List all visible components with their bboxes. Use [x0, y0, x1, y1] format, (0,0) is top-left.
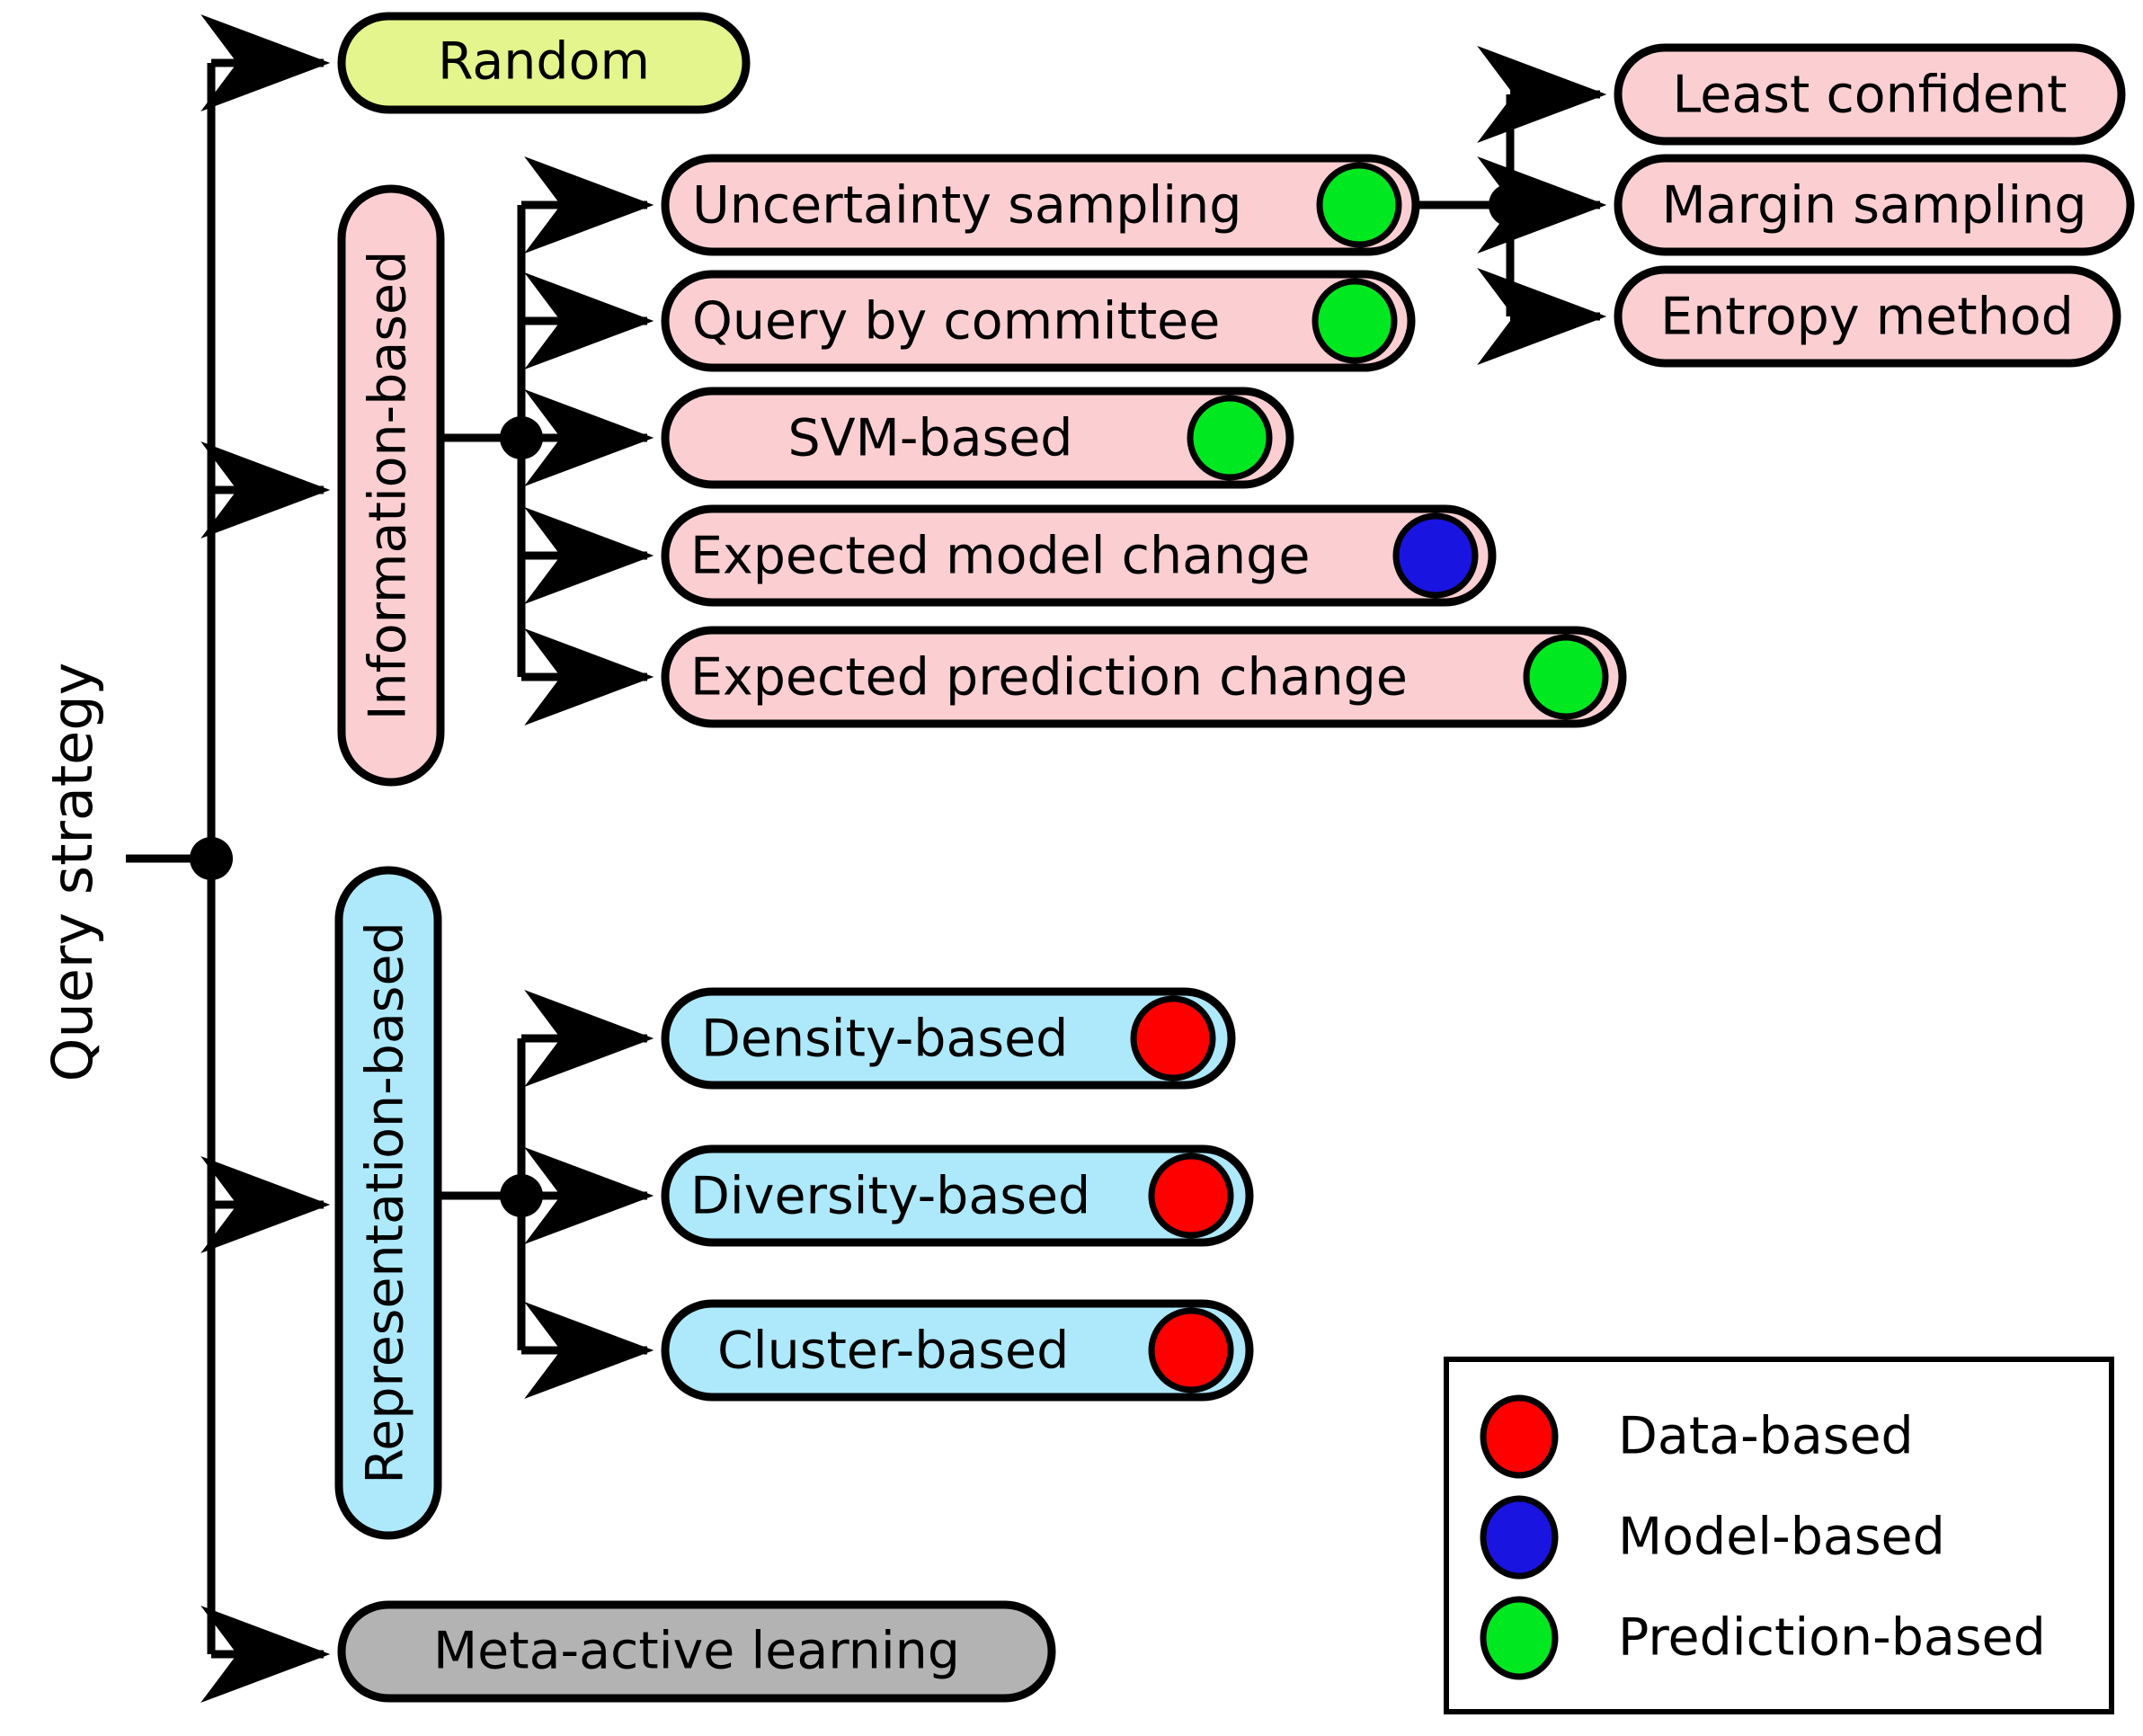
node-information-based[interactable]: Information-based: [337, 184, 445, 787]
wire-group: [126, 14, 1607, 1703]
legend-label-model-based: Model-based: [1618, 1508, 1945, 1567]
node-random[interactable]: Random: [337, 12, 751, 114]
node-information-based-label: Information-based: [359, 251, 418, 721]
node-query-by-committee-shape[interactable]: [661, 270, 1416, 372]
page-title: Query strategy: [40, 663, 105, 1082]
marker-model-based-icon: [1392, 512, 1479, 599]
node-expected-model-change[interactable]: Expected model change: [661, 504, 1497, 607]
node-margin-sampling-label: Margin sampling: [1661, 176, 2086, 236]
node-expected-model-change-shape[interactable]: [661, 504, 1497, 607]
node-margin-sampling-shape[interactable]: [1614, 154, 2135, 256]
node-query-by-committee-label: Query by committee: [692, 292, 1220, 352]
node-cluster-based[interactable]: Cluster-based: [661, 1299, 1254, 1402]
node-diversity-based-label: Diversity-based: [690, 1167, 1090, 1226]
node-representation-based[interactable]: Representation-based: [334, 866, 442, 1540]
node-meta-active-learning[interactable]: Meta-active learning: [337, 1600, 1056, 1703]
node-expected-prediction-change-shape[interactable]: [661, 626, 1627, 728]
legend-item-prediction-based: Prediction-based: [1480, 1596, 2046, 1680]
marker-prediction-based-icon: [1523, 634, 1609, 720]
node-entropy-method[interactable]: Entropy method: [1614, 265, 2121, 368]
node-uncertainty-sampling-label: Uncertainty sampling: [692, 176, 1241, 236]
node-expected-model-change-label: Expected model change: [690, 527, 1310, 586]
node-margin-sampling[interactable]: Margin sampling: [1614, 154, 2135, 256]
marker-prediction-based-icon: [1316, 162, 1402, 248]
node-random-label: Random: [438, 32, 650, 92]
node-svm-based-shape[interactable]: [661, 387, 1294, 489]
node-diversity-based[interactable]: Diversity-based: [661, 1144, 1254, 1247]
node-meta-active-learning-shape[interactable]: [337, 1600, 1056, 1703]
node-random-shape[interactable]: [337, 12, 751, 114]
legend-label-prediction-based: Prediction-based: [1618, 1608, 2046, 1668]
legend-label-data-based: Data-based: [1618, 1407, 1914, 1466]
node-svm-based[interactable]: SVM-based: [661, 387, 1294, 489]
node-expected-prediction-change-label: Expected prediction change: [690, 648, 1408, 708]
node-uncertainty-sampling[interactable]: Uncertainty sampling: [661, 154, 1420, 256]
node-diversity-based-shape[interactable]: [661, 1144, 1254, 1247]
marker-data-based-icon: [1130, 995, 1216, 1082]
legend-swatch-model-based-icon: [1480, 1495, 1559, 1580]
node-entropy-method-label: Entropy method: [1660, 288, 2074, 347]
node-density-based-label: Density-based: [701, 1010, 1068, 1069]
node-uncertainty-sampling-shape[interactable]: [661, 154, 1420, 256]
legend-item-data-based: Data-based: [1480, 1394, 1914, 1479]
node-cluster-based-shape[interactable]: [661, 1299, 1254, 1402]
node-representation-based-shape[interactable]: [334, 866, 442, 1540]
node-meta-active-learning-label: Meta-active learning: [433, 1622, 960, 1681]
junction-dot-representation: [500, 1174, 543, 1217]
node-density-based-shape[interactable]: [661, 987, 1236, 1090]
node-least-confident[interactable]: Least confident: [1614, 43, 2126, 146]
junction-dot-root: [190, 837, 233, 880]
node-svm-based-label: SVM-based: [788, 409, 1073, 468]
node-least-confident-shape[interactable]: [1614, 43, 2126, 146]
node-information-based-shape[interactable]: [337, 184, 445, 787]
node-entropy-method-shape[interactable]: [1614, 265, 2121, 368]
junction-dot-uncertainty: [1489, 183, 1532, 227]
marker-prediction-based-icon: [1312, 278, 1398, 364]
junction-dot-information: [500, 416, 543, 459]
legend-swatch-prediction-based-icon: [1480, 1596, 1559, 1680]
legend: Data-based Model-based Prediction-based: [1444, 1357, 2114, 1714]
marker-data-based-icon: [1148, 1153, 1234, 1239]
node-cluster-based-label: Cluster-based: [717, 1322, 1069, 1381]
node-density-based[interactable]: Density-based: [661, 987, 1236, 1090]
node-representation-based-label: Representation-based: [356, 921, 415, 1484]
root-label-group: Query strategy: [40, 663, 105, 1082]
marker-data-based-icon: [1148, 1307, 1234, 1393]
legend-swatch-data-based-icon: [1480, 1394, 1559, 1479]
node-least-confident-label: Least confident: [1673, 66, 2067, 125]
node-query-by-committee[interactable]: Query by committee: [661, 270, 1416, 372]
legend-item-model-based: Model-based: [1480, 1495, 1945, 1580]
node-expected-prediction-change[interactable]: Expected prediction change: [661, 626, 1627, 728]
marker-prediction-based-icon: [1187, 395, 1273, 481]
